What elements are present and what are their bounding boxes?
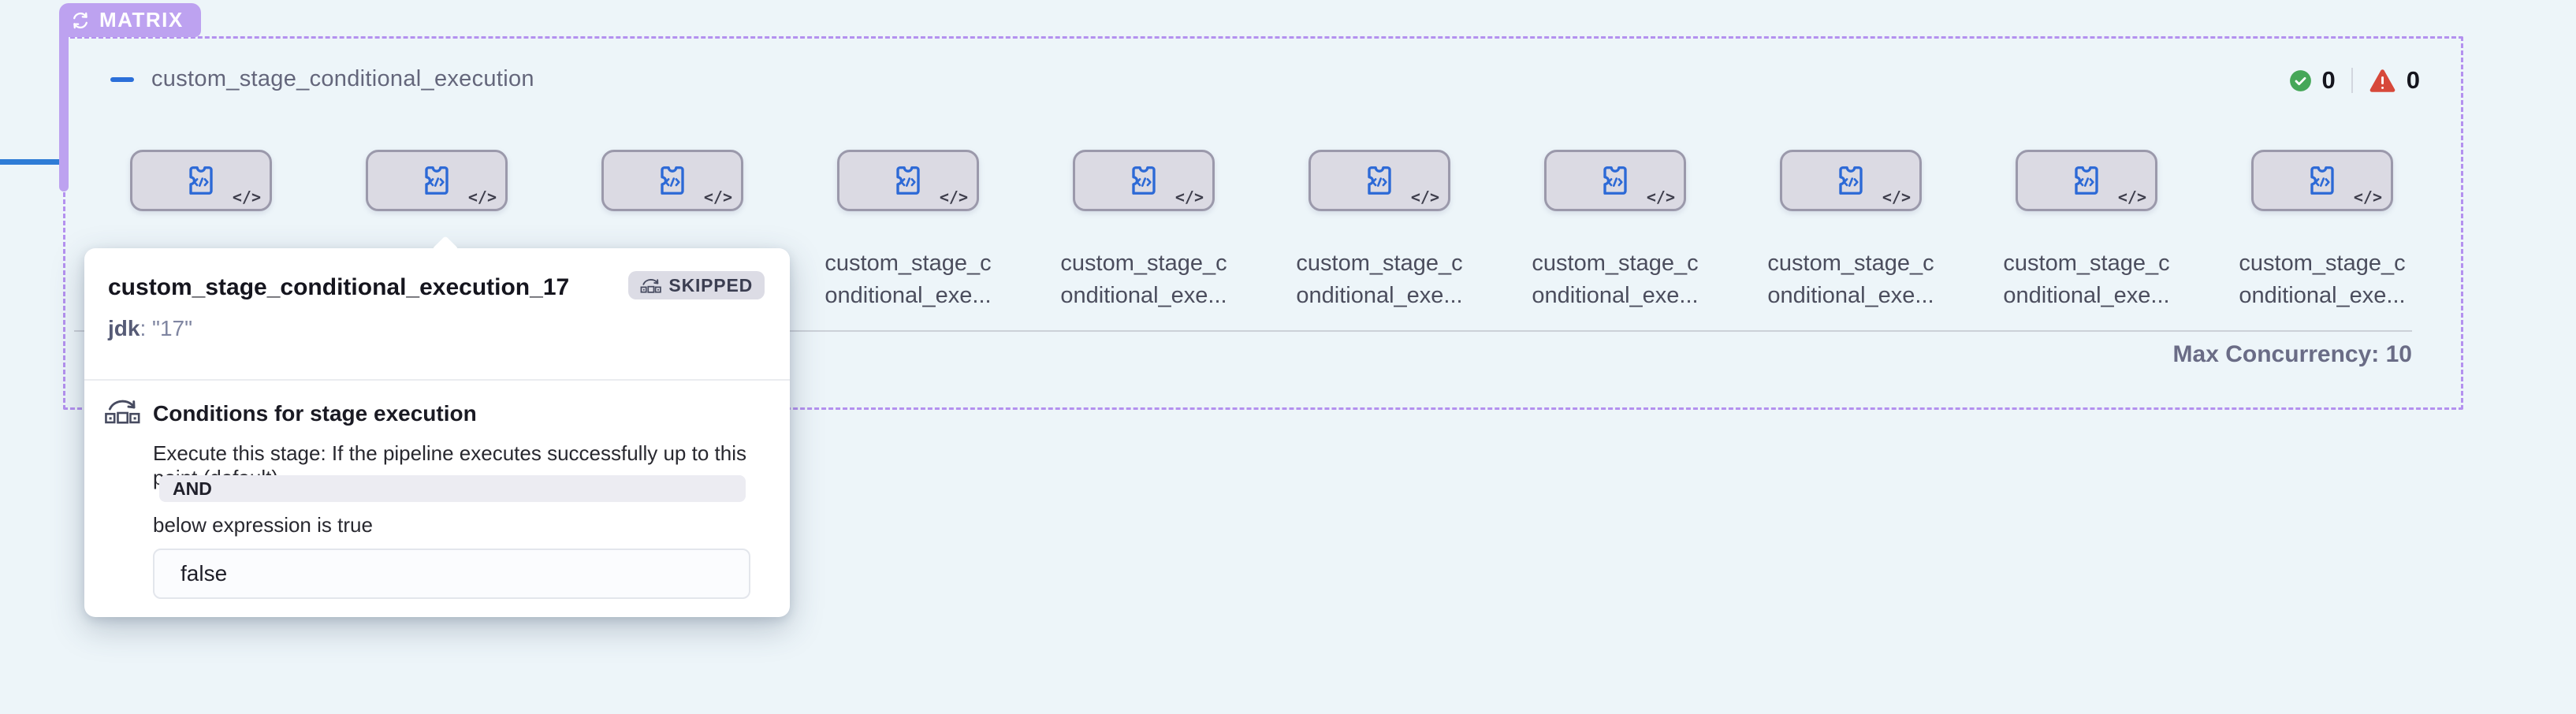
code-glyph: </> (2353, 188, 2382, 206)
stage-label-line2: onditional_exe... (1767, 283, 1934, 308)
stage-card[interactable]: </> (130, 150, 272, 211)
stage-card[interactable]: </> (2016, 150, 2157, 211)
stage-tooltip: custom_stage_conditional_execution_17 SK… (84, 236, 790, 617)
custom-stage-puzzle-icon (416, 162, 457, 199)
custom-stage-puzzle-icon (2302, 162, 2343, 199)
matrix-badge-label: MATRIX (99, 8, 184, 32)
passed-count: 0 (2321, 66, 2336, 94)
stage-card[interactable]: </> (366, 150, 508, 211)
stage-card[interactable]: </> (837, 150, 979, 211)
expression-value-box: false (153, 549, 750, 599)
code-glyph: </> (939, 188, 968, 206)
custom-stage-puzzle-icon (2066, 162, 2107, 199)
stage-card[interactable]: </> (601, 150, 743, 211)
stage-label-line2: onditional_exe... (1532, 283, 1699, 308)
green-check-circle-icon (2289, 69, 2312, 92)
custom-stage-puzzle-icon (888, 162, 929, 199)
conditions-connector-text: below expression is true (153, 513, 373, 537)
custom-stage-puzzle-icon (181, 162, 221, 199)
footer-divider (74, 330, 2412, 332)
custom-stage-puzzle-icon (1595, 162, 1636, 199)
status-badge: SKIPPED (628, 271, 765, 299)
stage-card[interactable]: </> (1308, 150, 1450, 211)
code-glyph: </> (1174, 188, 1204, 206)
stage-label-line1: custom_stage_c (1767, 251, 1934, 276)
conditional-execution-icon (104, 397, 140, 430)
stage-card[interactable]: </> (1780, 150, 1922, 211)
stage-card[interactable]: </> (1544, 150, 1686, 211)
matrix-param-line: jdk: "17" (108, 316, 192, 341)
custom-stage-puzzle-icon (652, 162, 693, 199)
status-badge-label: SKIPPED (668, 274, 753, 296)
custom-stage-puzzle-icon (1830, 162, 1871, 199)
operator-chip: AND (159, 475, 746, 502)
matrix-header: custom_stage_conditional_execution (110, 66, 534, 92)
stage-label: custom_stage_c onditional_exe... (2196, 247, 2448, 312)
custom-stage-puzzle-icon (1123, 162, 1164, 199)
collapse-minus-icon[interactable] (110, 76, 134, 82)
stage-label-line2: onditional_exe... (1296, 283, 1463, 308)
code-glyph: </> (1646, 188, 1675, 206)
failed-count: 0 (2406, 66, 2420, 94)
custom-stage-puzzle-icon (1359, 162, 1400, 199)
code-glyph: </> (467, 188, 497, 206)
matrix-title: custom_stage_conditional_execution (151, 66, 534, 91)
matrix-tab-tail (59, 32, 69, 192)
stage-label: custom_stage_c onditional_exe... (1489, 247, 1741, 312)
tooltip-divider (84, 379, 790, 381)
stage-label-line1: custom_stage_c (1060, 251, 1227, 276)
code-glyph: </> (232, 188, 261, 206)
stage-label-line2: onditional_exe... (1060, 283, 1227, 308)
red-warning-triangle-icon (2369, 69, 2396, 93)
stage-label: custom_stage_c onditional_exe... (1253, 247, 1506, 312)
stage-label: custom_stage_c onditional_exe... (1960, 247, 2213, 312)
stage-label-line1: custom_stage_c (1296, 251, 1463, 276)
code-glyph: </> (2117, 188, 2146, 206)
loop-cycle-icon (70, 10, 91, 31)
status-counts: 0 0 (2289, 66, 2420, 95)
stage-label: custom_stage_c onditional_exe... (1018, 247, 1270, 312)
tooltip-stage-title: custom_stage_conditional_execution_17 (108, 274, 570, 300)
count-separator (2351, 68, 2353, 93)
stage-label-line1: custom_stage_c (1532, 251, 1699, 276)
conditions-heading: Conditions for stage execution (153, 401, 477, 426)
stage-label-line1: custom_stage_c (2239, 251, 2406, 276)
stage-card[interactable]: </> (2251, 150, 2393, 211)
stage-label-line2: onditional_exe... (825, 283, 992, 308)
matrix-dashed-container (63, 36, 2463, 410)
max-concurrency-label: Max Concurrency: 10 (2172, 341, 2412, 367)
stage-label-line2: onditional_exe... (2239, 283, 2406, 308)
stage-label-line1: custom_stage_c (2003, 251, 2170, 276)
stage-label: custom_stage_c onditional_exe... (1725, 247, 1977, 312)
matrix-badge[interactable]: MATRIX (59, 3, 201, 37)
pipeline-connector-line (0, 159, 62, 165)
stage-card[interactable]: </> (1073, 150, 1215, 211)
code-glyph: </> (703, 188, 732, 206)
param-value: : "17" (140, 316, 193, 340)
stage-label-line2: onditional_exe... (2003, 283, 2170, 308)
param-key: jdk (108, 316, 140, 340)
code-glyph: </> (1410, 188, 1439, 206)
skip-over-steps-icon (640, 277, 662, 294)
code-glyph: </> (1882, 188, 1911, 206)
stage-label-line1: custom_stage_c (825, 251, 992, 276)
stage-label: custom_stage_c onditional_exe... (782, 247, 1034, 312)
